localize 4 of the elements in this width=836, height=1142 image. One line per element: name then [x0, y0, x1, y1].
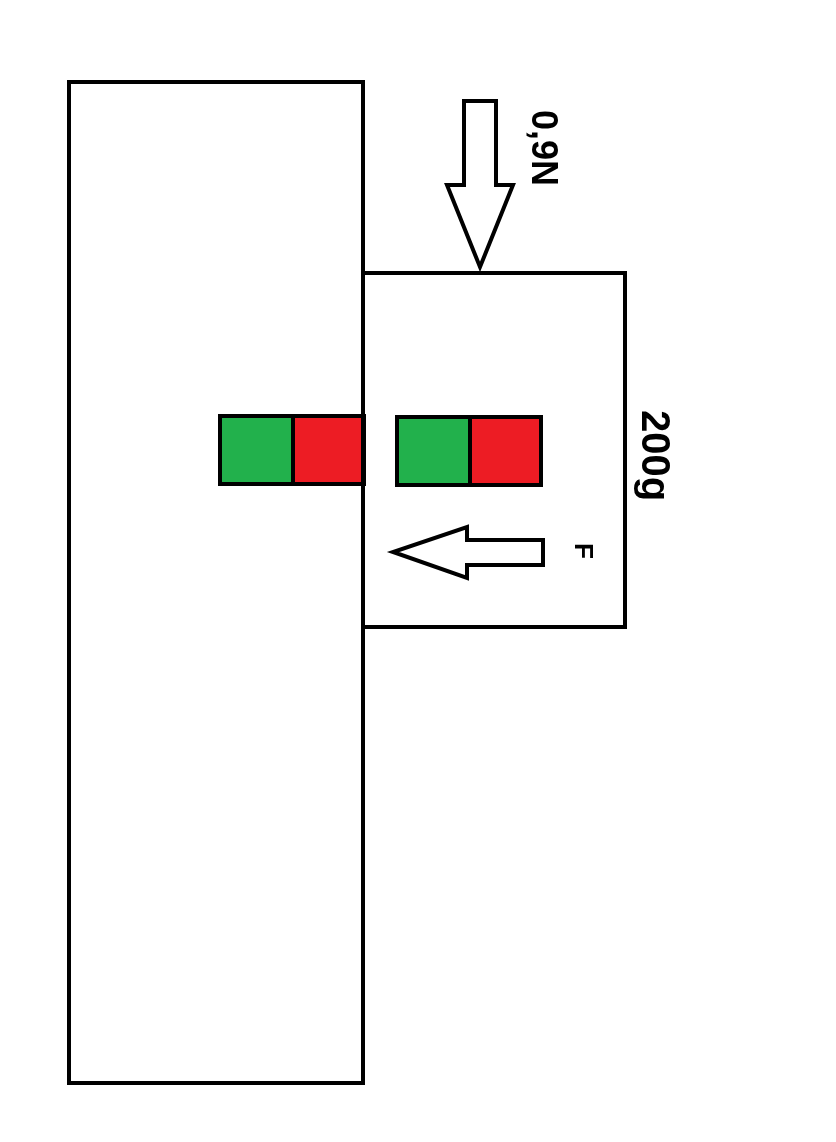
- force-label: 0,9N: [526, 110, 562, 187]
- force-label: F: [571, 543, 597, 559]
- mass-label: 200g: [636, 410, 676, 502]
- wall-outline: [67, 80, 365, 1085]
